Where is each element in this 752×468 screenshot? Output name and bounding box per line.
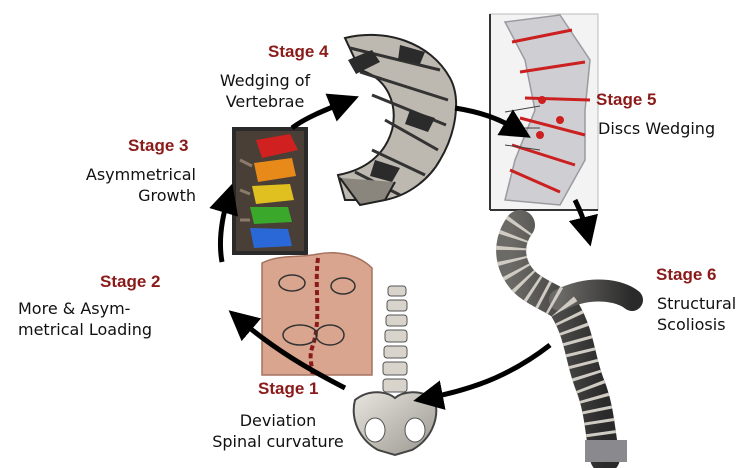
- stage-3-line-1: Asymmetrical: [40, 164, 196, 185]
- stage-1-label: Stage 1: [258, 379, 318, 399]
- stage-5-label: Stage 5: [596, 90, 656, 110]
- stage-4-line-1: Wedging of: [200, 70, 330, 91]
- arrow-stage6-to-stage1: [428, 345, 550, 398]
- stage-3-label: Stage 3: [128, 136, 188, 156]
- stage-3-description: Asymmetrical Growth: [40, 164, 196, 206]
- stage-6-line-1: Structural: [657, 293, 736, 314]
- stage-1-description: Deviation Spinal curvature: [198, 410, 358, 452]
- stage-4-description: Wedging of Vertebrae: [200, 70, 330, 112]
- stage-5-description: Discs Wedging: [598, 118, 715, 139]
- stage-1-line-2: Spinal curvature: [198, 431, 358, 452]
- scoliosis-spine-icon: [511, 225, 632, 462]
- stage-3-line-2: Growth: [40, 185, 196, 206]
- stage-4-label: Stage 4: [268, 42, 328, 62]
- stage-2-line-1: More & Asym-: [18, 298, 152, 319]
- stage-5-line-1: Discs Wedging: [598, 118, 715, 139]
- disc-wedging-xray-icon: [490, 14, 598, 210]
- stage-4-line-2: Vertebrae: [200, 91, 330, 112]
- arrow-stage2-to-stage3: [220, 198, 228, 262]
- back-torso-icon: [262, 253, 372, 375]
- stage-2-line-2: metrical Loading: [18, 319, 152, 340]
- colored-vertebrae-icon: [232, 127, 308, 255]
- stage-6-line-2: Scoliosis: [657, 314, 736, 335]
- wedged-vertebrae-icon: [338, 35, 456, 205]
- stage-2-description: More & Asym- metrical Loading: [18, 298, 152, 340]
- stage-6-label: Stage 6: [656, 265, 716, 285]
- stage-1-line-1: Deviation: [198, 410, 358, 431]
- stage-2-label: Stage 2: [100, 272, 160, 292]
- stage-6-description: Structural Scoliosis: [657, 293, 736, 335]
